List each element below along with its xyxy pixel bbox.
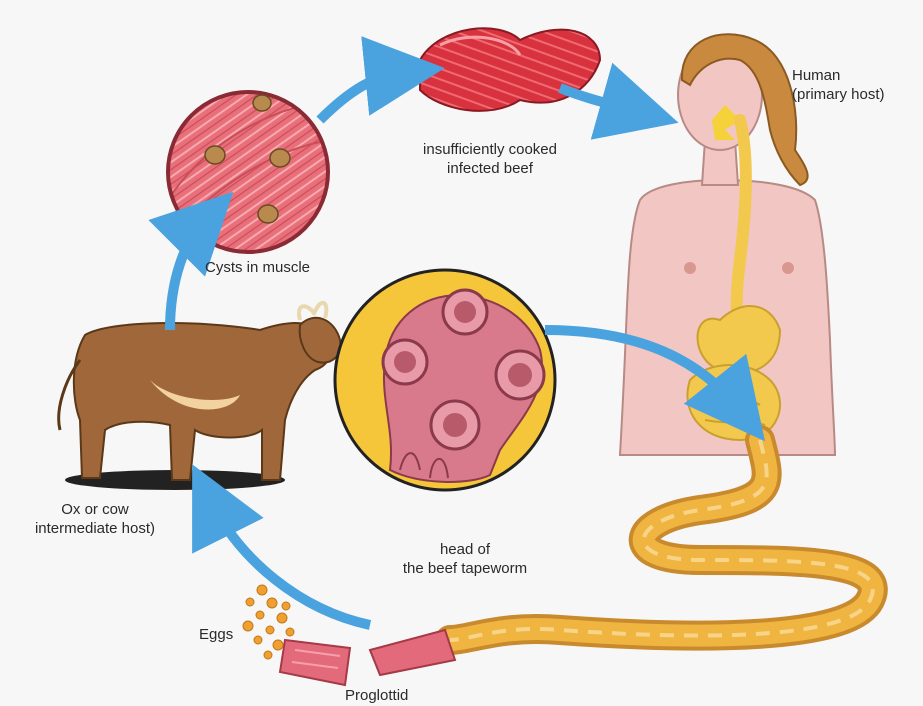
arrow-cysts-to-beef	[320, 72, 405, 120]
label-human-primary-host: Human (primary host)	[792, 66, 885, 104]
infected-beef	[420, 28, 600, 111]
label-beef-line1: insufficiently cooked	[395, 140, 585, 159]
label-ox-line2: intermediate host)	[5, 519, 185, 538]
proglottid-segments	[280, 630, 455, 685]
label-ox-intermediate-host: Ox or cow intermediate host)	[5, 500, 185, 538]
tapeworm-head-circle	[335, 270, 555, 490]
label-head-line1: head of	[385, 540, 545, 559]
label-tapeworm-head: head of the beef tapeworm	[385, 540, 545, 578]
label-head-line2: the beef tapeworm	[385, 559, 545, 578]
arrow-beef-to-human	[560, 88, 640, 112]
label-human-line2: (primary host)	[792, 85, 885, 104]
label-human-line1: Human	[792, 66, 885, 85]
label-ox-line1: Ox or cow	[5, 500, 185, 519]
label-beef-line2: infected beef	[395, 159, 585, 178]
cow-figure	[59, 303, 341, 490]
label-infected-beef: insufficiently cooked infected beef	[395, 140, 585, 178]
label-cysts-in-muscle: Cysts in muscle	[205, 258, 310, 277]
label-proglottid: Proglottid	[345, 686, 408, 705]
label-eggs: Eggs	[199, 625, 233, 644]
